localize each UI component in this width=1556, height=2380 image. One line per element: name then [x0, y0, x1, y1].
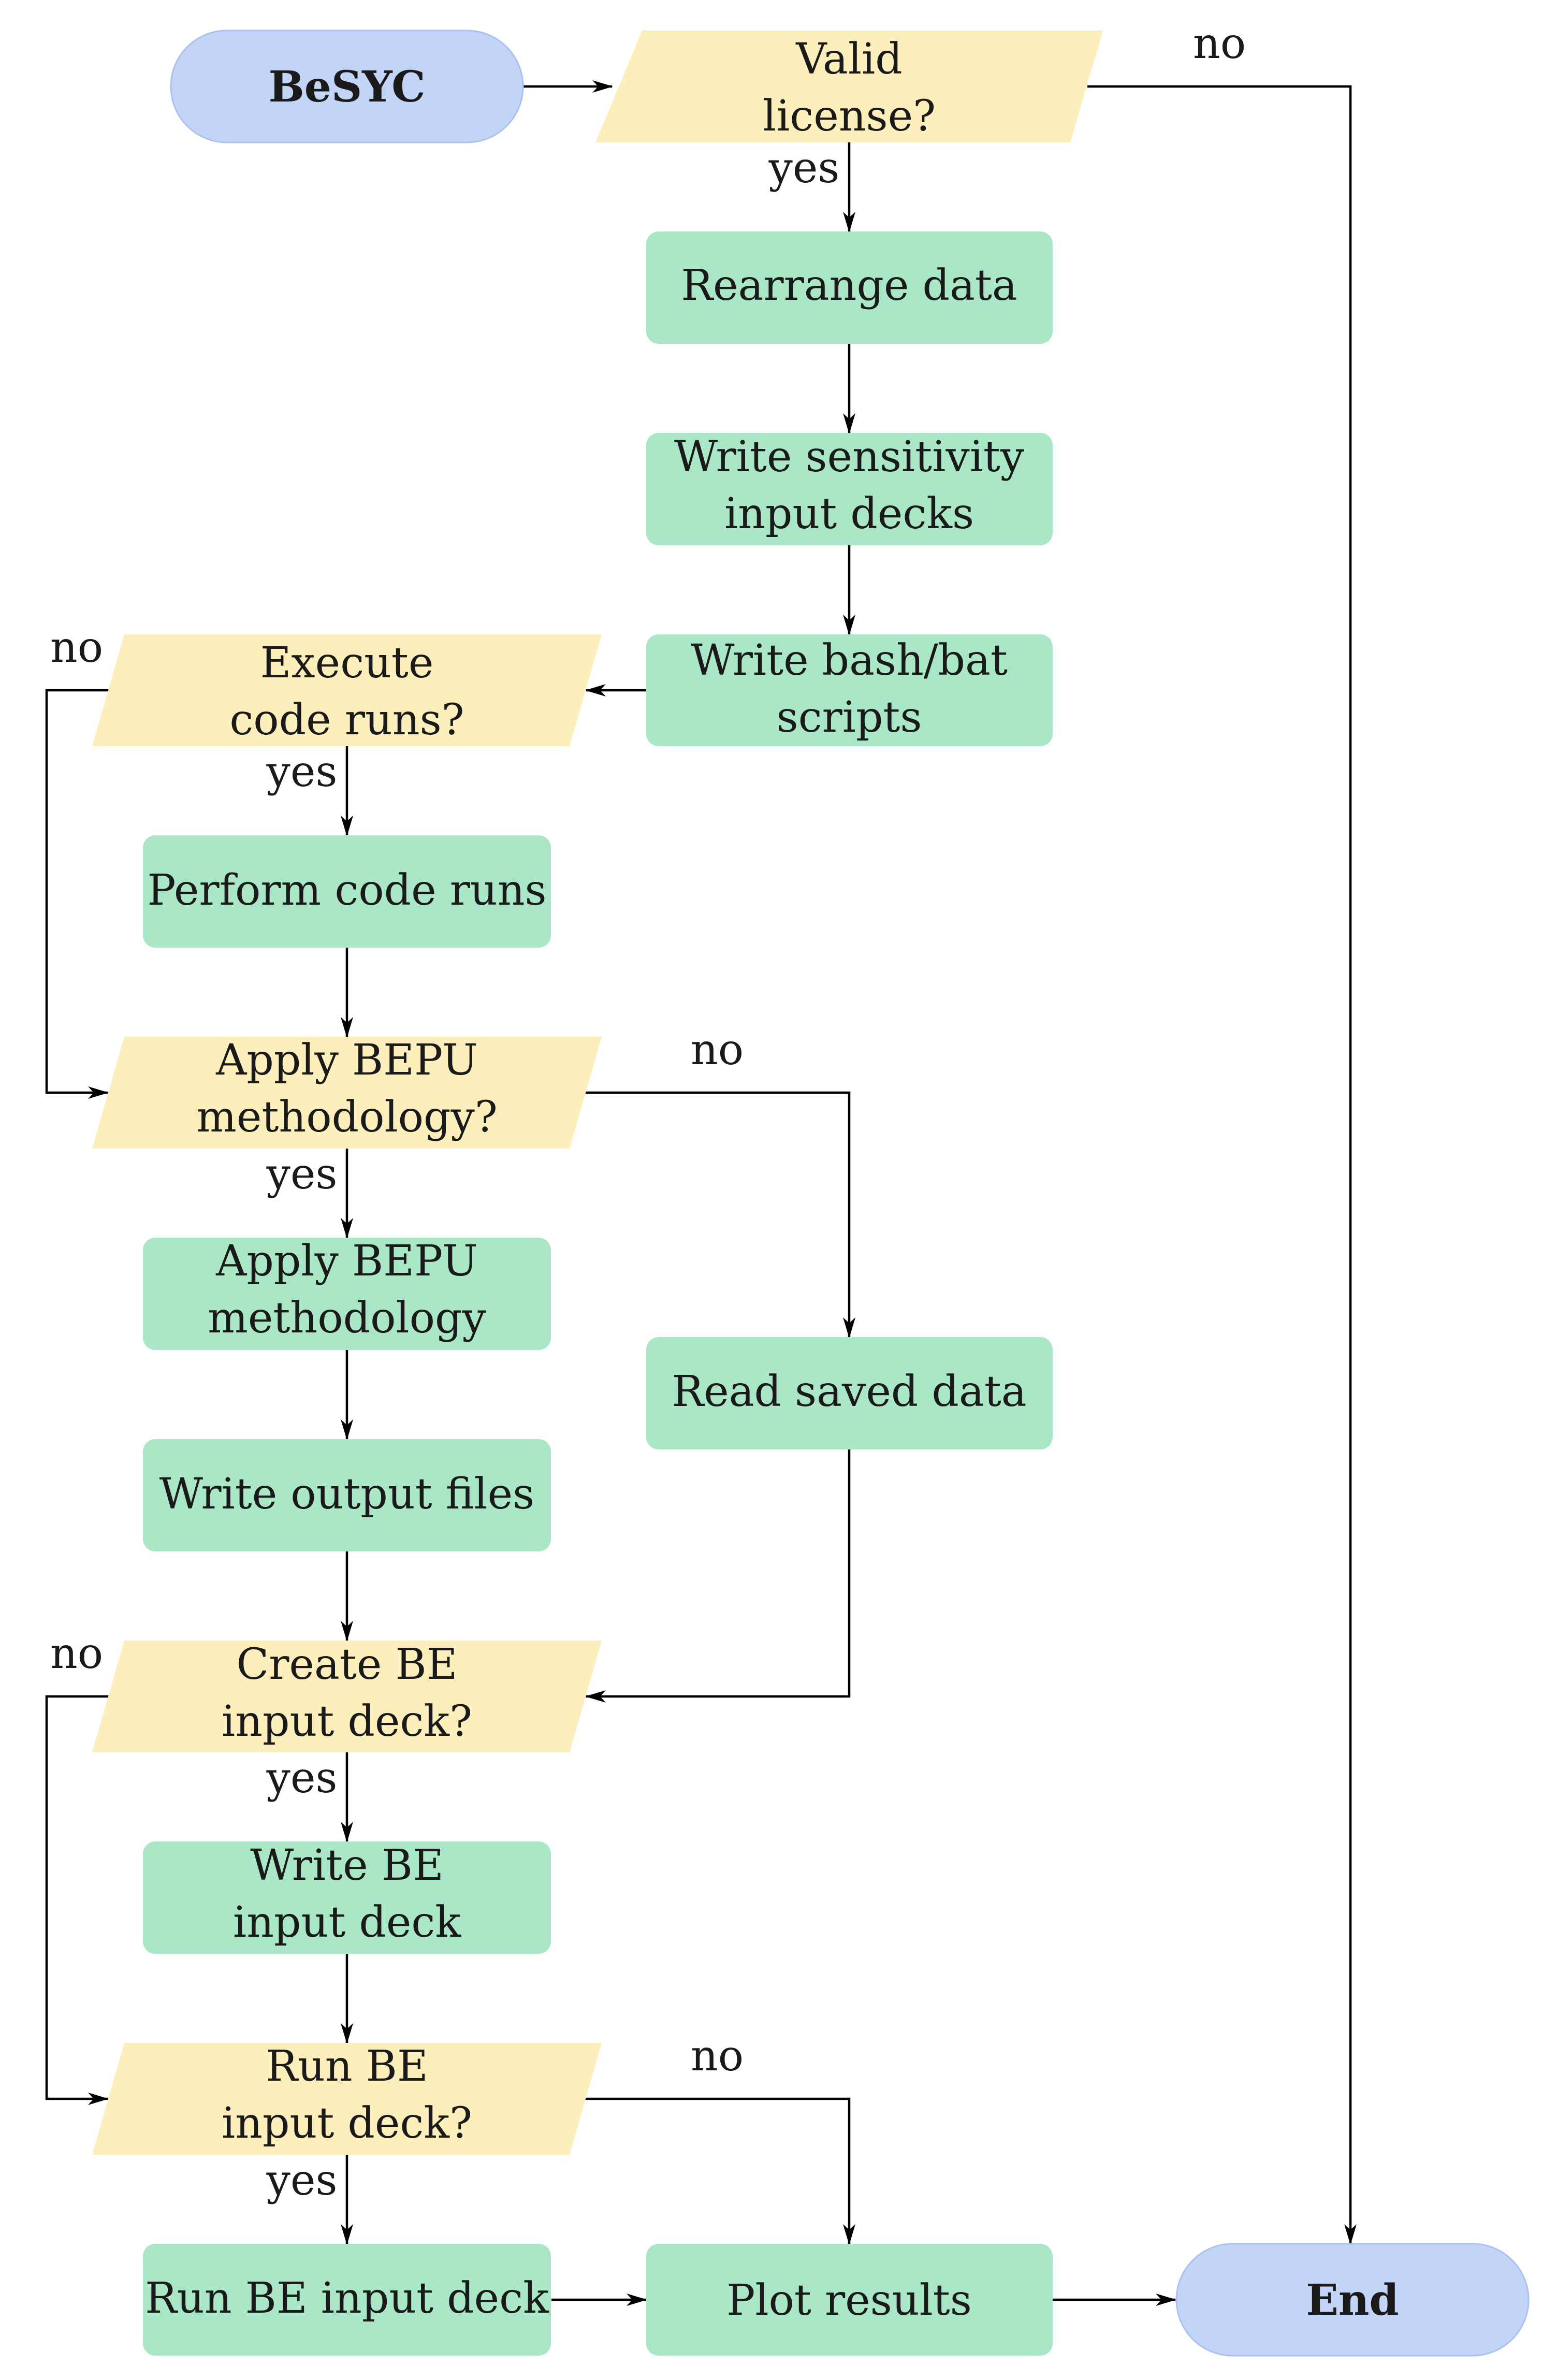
node-write-sensitivity: Write sensitivity input decks — [646, 432, 1053, 545]
write-output-files-shape — [143, 1439, 551, 1551]
perform-code-runs-shape — [143, 835, 551, 948]
end-label: End — [1306, 2275, 1399, 2325]
create-be-question-shape — [92, 1641, 602, 1752]
write-bash-shape — [646, 634, 1053, 746]
write-be-input-shape — [143, 1841, 551, 1954]
execute-code-runs-line1: Execute — [260, 638, 434, 688]
execute-code-runs-shape — [92, 634, 602, 746]
edge-run-q-no-to-plot — [585, 2097, 855, 2245]
valid-license-shape — [595, 31, 1103, 142]
run-be-question-shape — [92, 2043, 602, 2155]
write-be-input-line1: Write BE — [250, 1841, 444, 1890]
valid-license-line1: Valid — [795, 35, 903, 84]
create-be-question-line2: input deck? — [222, 1697, 472, 1746]
edge-label-bepu-yes: yes — [266, 1150, 338, 1199]
edge-label-bepu-no: no — [691, 1025, 744, 1075]
node-start: BeSYC — [170, 30, 524, 143]
start-label: BeSYC — [268, 62, 425, 112]
create-be-question-line1: Create BE — [236, 1640, 457, 1689]
edge-execute-no-to-bepu — [45, 689, 109, 1099]
apply-bepu-question-line1: Apply BEPU — [215, 1036, 478, 1085]
node-execute-code-runs: Execute code runs? — [92, 634, 602, 746]
read-saved-data-shape — [646, 1337, 1053, 1449]
write-sensitivity-line2: input decks — [724, 489, 974, 539]
rearrange-data-shape — [646, 231, 1053, 344]
edge-label-license-yes: yes — [768, 143, 840, 193]
node-apply-bepu-question: Apply BEPU methodology? — [92, 1036, 602, 1149]
node-read-saved-data: Read saved data — [646, 1337, 1053, 1449]
edge-label-execute-no: no — [50, 623, 103, 672]
node-apply-bepu: Apply BEPU methodology — [143, 1237, 551, 1350]
edge-label-license-no: no — [1193, 19, 1246, 68]
edge-license-no-to-end — [1087, 85, 1357, 2245]
node-rearrange-data: Rearrange data — [646, 231, 1053, 344]
node-create-be-question: Create BE input deck? — [92, 1640, 602, 1752]
edge-labels: no yes no yes no yes no yes no yes — [50, 19, 1246, 2205]
edge-label-create-no: no — [50, 1629, 103, 1678]
node-run-be-input: Run BE input deck — [143, 2244, 551, 2356]
apply-bepu-question-shape — [92, 1037, 602, 1149]
edge-bepu-no-to-read — [585, 1091, 855, 1338]
node-write-output-files: Write output files — [143, 1439, 551, 1551]
perform-code-runs-label: Perform code runs — [147, 866, 546, 915]
edge-label-run-no: no — [691, 2031, 744, 2081]
start-terminal-shape — [170, 30, 524, 143]
edge-read-to-create — [585, 1449, 851, 1703]
node-run-be-question: Run BE input deck? — [92, 2042, 602, 2155]
write-sensitivity-shape — [646, 433, 1053, 545]
apply-bepu-shape — [143, 1238, 551, 1350]
node-write-bash: Write bash/bat scripts — [646, 634, 1053, 746]
edge-create-no-to-run-q — [45, 1695, 109, 2105]
plot-results-label: Plot results — [726, 2276, 972, 2325]
write-be-input-line2: input deck — [233, 1898, 461, 1947]
edges — [45, 80, 1357, 2306]
node-end: End — [1175, 2243, 1530, 2357]
write-bash-line2: scripts — [777, 693, 922, 742]
edge-label-execute-yes: yes — [266, 747, 338, 796]
execute-code-runs-line2: code runs? — [229, 695, 464, 745]
apply-bepu-line2: methodology — [208, 1294, 486, 1343]
write-bash-line1: Write bash/bat — [691, 636, 1008, 685]
run-be-question-line1: Run BE — [266, 2042, 428, 2091]
write-output-files-label: Write output files — [159, 1470, 535, 1519]
valid-license-line2: license? — [763, 92, 936, 141]
apply-bepu-line1: Apply BEPU — [215, 1237, 478, 1286]
read-saved-data-label: Read saved data — [672, 1367, 1026, 1416]
apply-bepu-question-line2: methodology? — [196, 1093, 498, 1142]
nodes: BeSYC Valid license? Rearrange data Writ… — [92, 30, 1530, 2357]
edge-label-run-yes: yes — [266, 2156, 338, 2205]
end-terminal-shape — [1175, 2243, 1530, 2357]
node-write-be-input: Write BE input deck — [143, 1841, 551, 1954]
node-valid-license: Valid license? — [595, 31, 1103, 142]
rearrange-data-label: Rearrange data — [681, 261, 1017, 310]
write-sensitivity-line1: Write sensitivity — [674, 432, 1025, 482]
plot-results-shape — [646, 2244, 1053, 2356]
run-be-input-shape — [143, 2244, 551, 2356]
edge-label-create-yes: yes — [266, 1753, 338, 1803]
node-plot-results: Plot results — [646, 2244, 1053, 2356]
node-perform-code-runs: Perform code runs — [143, 835, 551, 948]
run-be-question-line2: input deck? — [222, 2099, 472, 2148]
run-be-input-label: Run BE input deck — [145, 2274, 549, 2323]
